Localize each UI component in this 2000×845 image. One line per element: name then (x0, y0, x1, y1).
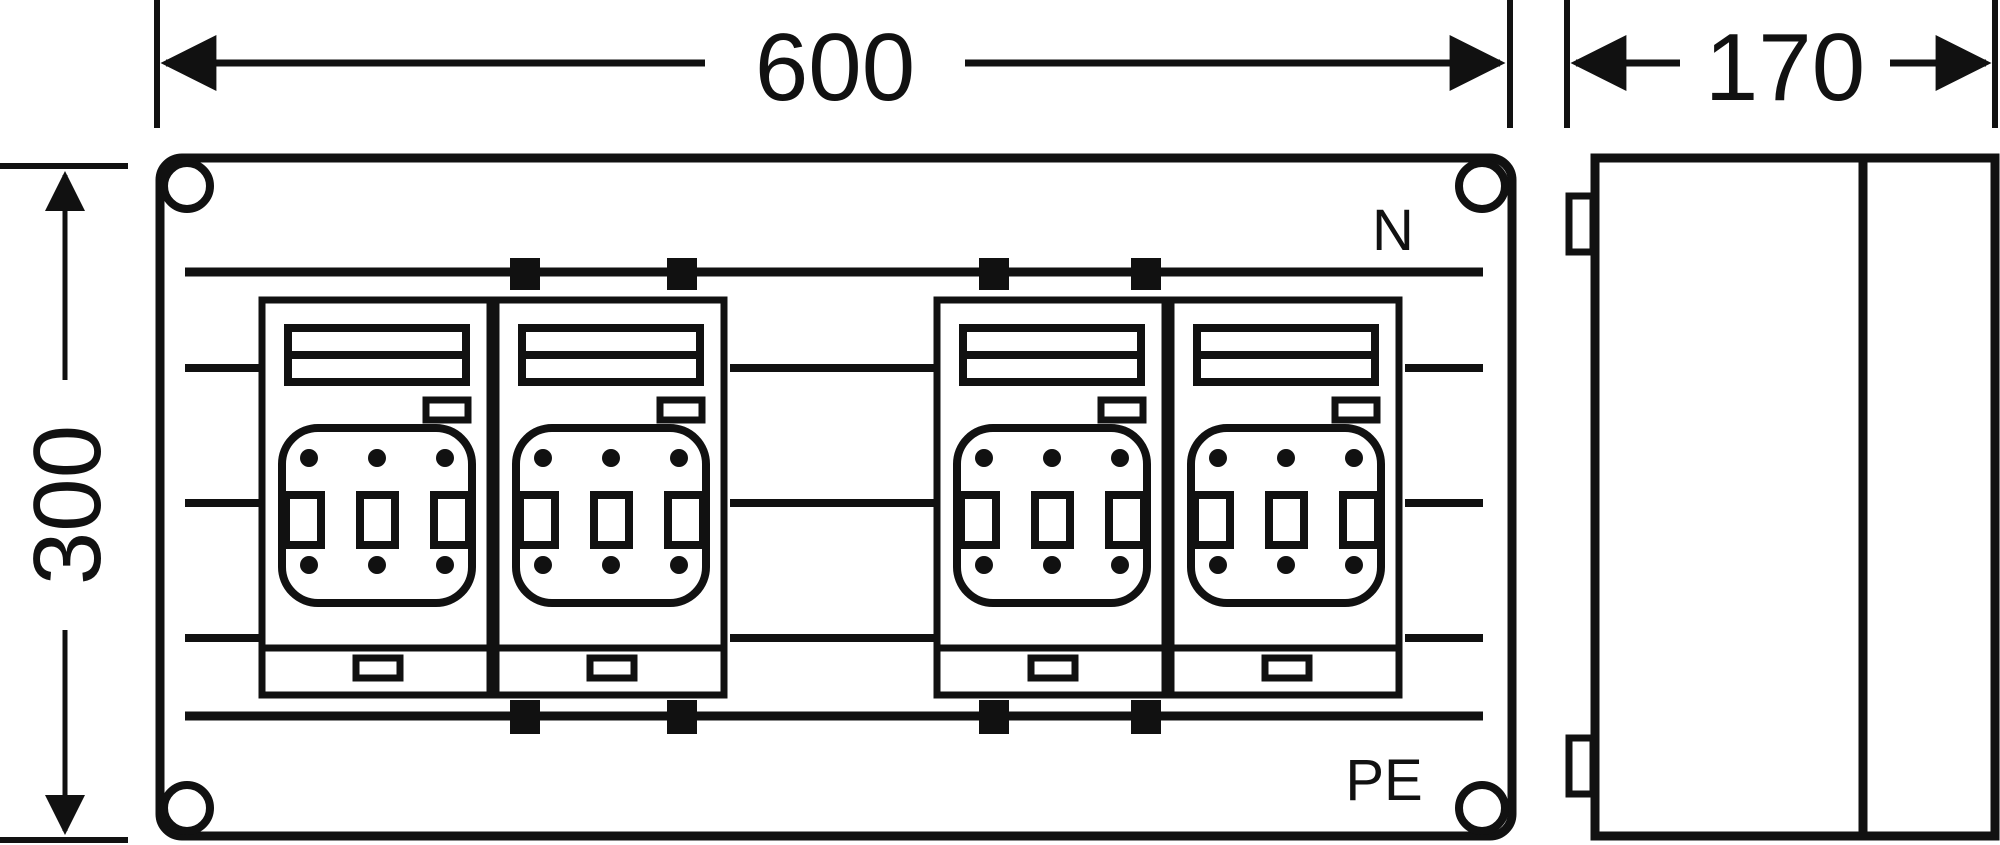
switch-module-3 (937, 300, 1165, 695)
switch-module-1 (262, 300, 490, 695)
phase-rails (185, 364, 1483, 642)
hinge-icon-top (1565, 192, 1597, 256)
module-group-right (937, 300, 1399, 695)
corner-screw-icon-bottom-right (1455, 781, 1509, 835)
pe-terminal-blocks (510, 700, 1161, 734)
width-value: 600 (755, 14, 915, 121)
depth-value: 170 (1705, 14, 1865, 121)
side-view (1565, 153, 2000, 841)
corner-screw-icon-top-right (1455, 159, 1509, 213)
switch-module-2 (496, 300, 724, 695)
width-dimension: 600 (154, 0, 1513, 128)
enclosure-side-outline (1590, 153, 2000, 841)
switch-module-4 (1171, 300, 1399, 695)
module-group-left (262, 300, 724, 695)
depth-dimension: 170 (1564, 0, 1998, 128)
corner-screw-icon-bottom-left (160, 781, 214, 835)
pe-label: PE (1345, 748, 1422, 813)
height-value: 300 (14, 425, 121, 585)
height-dimension: 300 (0, 163, 128, 843)
n-terminal-blocks (510, 258, 1161, 290)
neutral-label: N (1372, 198, 1414, 263)
corner-screw-icon-top-left (160, 159, 214, 213)
front-view: N PE (155, 153, 1517, 841)
hinge-icon-bottom (1565, 734, 1597, 798)
